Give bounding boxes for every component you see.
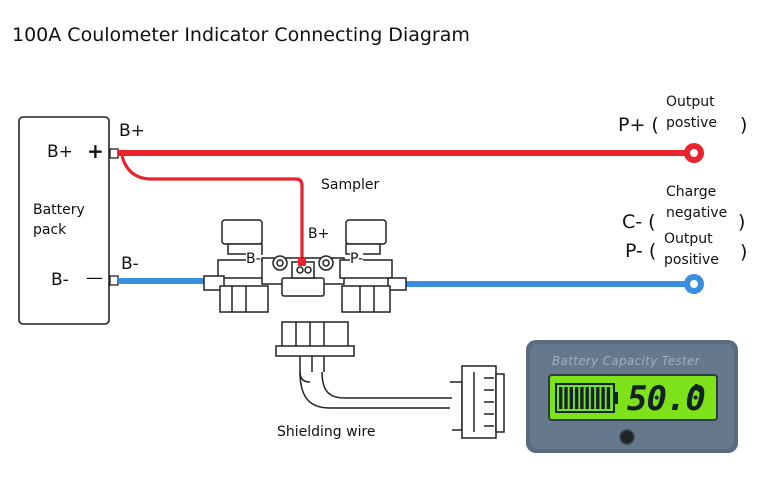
meter-battery-bars xyxy=(559,387,611,409)
pplus-close: ) xyxy=(740,114,748,136)
pplus-desc-2: postive xyxy=(666,115,718,131)
meter-reading: 50.0 xyxy=(627,379,706,419)
battery-bar xyxy=(601,387,605,409)
cminus-close: ) xyxy=(738,211,746,233)
shield-connector xyxy=(275,321,355,357)
sampler-pminus-label: P- xyxy=(350,251,364,267)
red-wire-branch xyxy=(120,155,304,262)
battery-pack xyxy=(18,116,110,325)
shield-end-connector xyxy=(461,365,505,439)
pminus-desc-1: Output xyxy=(664,231,713,247)
battery-bar xyxy=(564,387,568,409)
sampler-bplus-label: B+ xyxy=(308,226,330,242)
battery-pos-terminal xyxy=(109,148,119,159)
battery-bar xyxy=(574,387,579,409)
wire-bplus-label: B+ xyxy=(119,121,145,141)
battery-pos-label: B+ xyxy=(47,142,73,162)
sampler-shunt xyxy=(203,219,407,313)
battery-bar xyxy=(590,387,595,409)
pplus-prefix: P+ ( xyxy=(618,114,659,136)
meter-unit: A xyxy=(692,382,701,395)
battery-pack-label-2: pack xyxy=(33,222,67,238)
battery-neg-sign: — xyxy=(86,268,103,288)
battery-capacity-meter xyxy=(526,340,738,453)
shielding-wire-label: Shielding wire xyxy=(277,424,376,440)
pminus-prefix: P- ( xyxy=(625,240,657,262)
sampler-bminus-label: B- xyxy=(246,251,261,267)
battery-pack-label-1: Battery xyxy=(33,202,85,218)
battery-bar xyxy=(569,387,573,409)
battery-bar xyxy=(580,387,584,409)
shielding-cable xyxy=(299,356,463,431)
cminus-desc-1: Charge xyxy=(666,184,717,200)
diagram-title: 100A Coulometer Indicator Connecting Dia… xyxy=(12,24,470,46)
battery-bar xyxy=(606,387,611,409)
meter-button xyxy=(619,429,635,445)
pminus-close: ) xyxy=(740,241,748,263)
pminus-desc-2: positive xyxy=(664,252,719,268)
battery-bar xyxy=(559,387,563,409)
cminus-prefix: C- ( xyxy=(622,211,656,233)
meter-header: Battery Capacity Tester xyxy=(552,354,700,368)
battery-pos-sign: + xyxy=(87,139,104,163)
battery-neg-terminal xyxy=(109,275,119,286)
battery-bar xyxy=(585,387,589,409)
wire-bminus-label: B- xyxy=(121,254,139,274)
battery-bar xyxy=(596,387,600,409)
sampler-label: Sampler xyxy=(321,177,380,193)
cminus-desc-2: negative xyxy=(666,205,728,221)
battery-neg-label: B- xyxy=(51,270,69,290)
pplus-desc-1: Output xyxy=(666,94,715,110)
